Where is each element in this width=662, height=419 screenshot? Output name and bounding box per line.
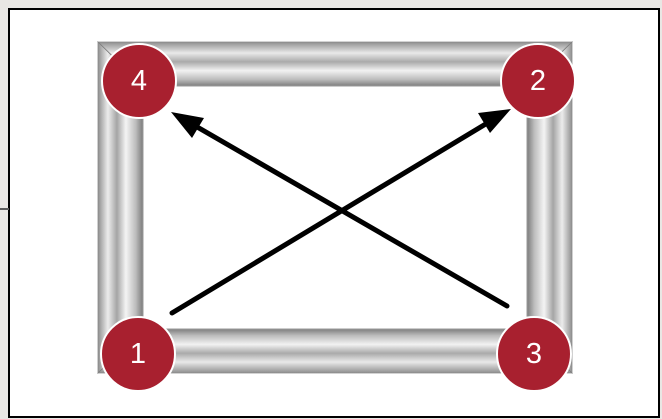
arrow-3-to-4 xyxy=(171,112,510,309)
arrowhead-2 xyxy=(478,109,511,133)
corner-marker-3: 3 xyxy=(496,316,572,392)
corner-marker-1: 1 xyxy=(100,316,176,392)
arrowhead-4 xyxy=(171,112,204,138)
left-edge-divider xyxy=(0,208,9,210)
corner-marker-4: 4 xyxy=(101,43,177,119)
silver-picture-frame xyxy=(97,41,573,374)
corner-marker-2: 2 xyxy=(500,43,576,119)
arrow-1-to-2 xyxy=(169,109,511,316)
